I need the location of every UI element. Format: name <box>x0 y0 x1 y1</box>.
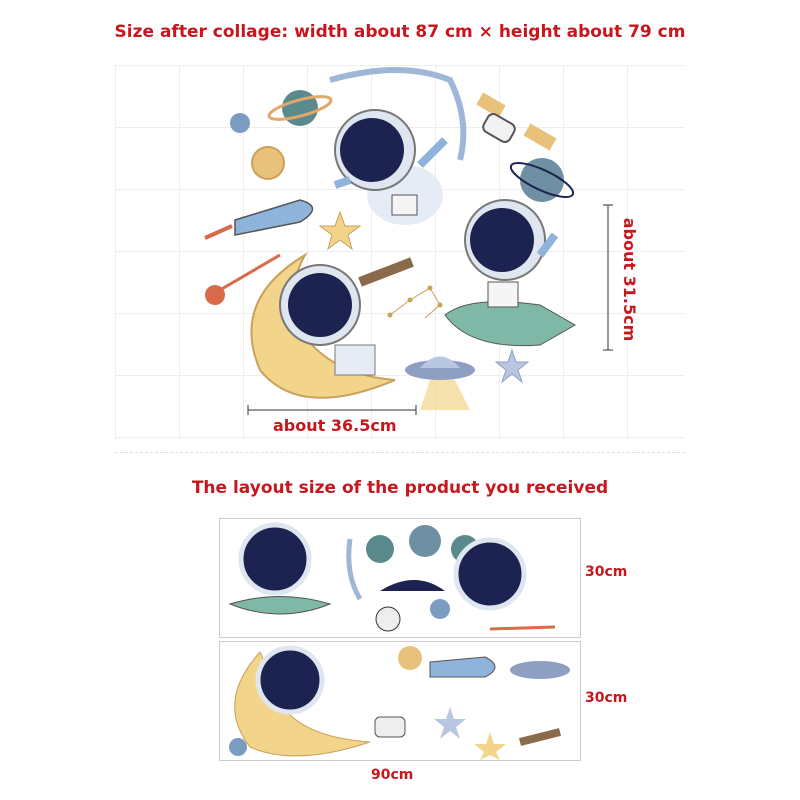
moon-rock-icon <box>251 146 285 180</box>
ufo-icon <box>405 356 475 410</box>
section-divider <box>115 452 685 453</box>
product-width-label: 90cm <box>371 767 414 783</box>
collage-height-label: about 31.5cm <box>620 217 640 342</box>
tether <box>329 67 467 161</box>
astronaut-floating <box>333 109 448 225</box>
collage-width-label: about 36.5cm <box>273 416 397 435</box>
constellation <box>387 285 443 319</box>
small-planet-icon <box>230 113 250 133</box>
sheet-2-art <box>229 645 570 760</box>
astronaut-on-rocket <box>444 199 577 347</box>
product-layout-title: The layout size of the product you recei… <box>191 478 609 498</box>
sheet-1-art <box>228 522 556 632</box>
comet-icon <box>205 253 281 305</box>
star-icon <box>318 210 362 251</box>
ringed-planet-icon <box>267 90 333 126</box>
teal-planet-icon <box>509 158 575 202</box>
purple-star-icon <box>494 348 530 384</box>
rocket-icon <box>204 199 314 240</box>
sheet-2-height-label: 30cm <box>585 690 628 706</box>
sheet-1-height-label: 30cm <box>585 564 628 580</box>
astronaut-on-moon <box>279 257 414 376</box>
telescope-icon <box>358 257 414 287</box>
satellite-icon <box>476 92 557 151</box>
collage-size-title: Size after collage: width about 87 cm × … <box>114 22 686 42</box>
sticker-sheet-1 <box>219 518 581 638</box>
sticker-sheet-2 <box>219 641 581 761</box>
